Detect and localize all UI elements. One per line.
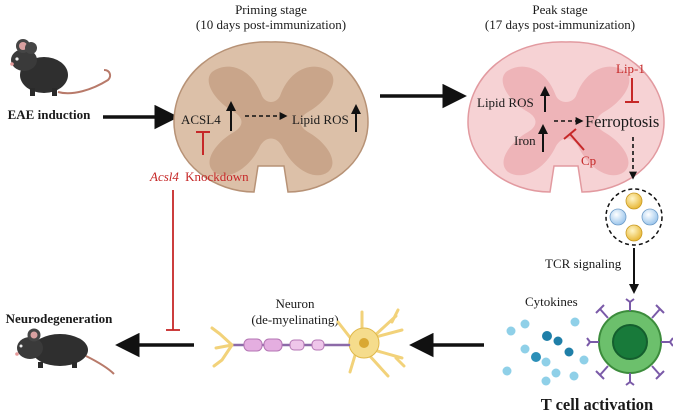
cytokines-icon	[502, 317, 589, 386]
cp-label: Cp	[581, 153, 596, 168]
ferroptosis-label: Ferroptosis	[585, 112, 659, 131]
priming-stage-title: Priming stage	[235, 2, 307, 17]
t-cell-activation-label: T cell activation	[541, 395, 653, 414]
cp-inhibitor	[563, 128, 585, 151]
peak-stage-subtitle: (17 days post-immunization)	[485, 17, 635, 32]
mouse-icon	[15, 328, 115, 375]
knockdown-gene: Acsl4	[149, 169, 179, 184]
cytokines-label: Cytokines	[525, 294, 578, 309]
spinal-cord-priming	[173, 41, 369, 193]
acsl4-label: ACSL4	[181, 112, 221, 127]
knockdown-word: Knockdown	[185, 169, 249, 184]
knockdown-to-neurodegeneration-inhibitor	[166, 190, 180, 331]
priming-stage-subtitle: (10 days post-immunization)	[196, 17, 346, 32]
eae-induction-label: EAE induction	[8, 107, 91, 122]
neuron-label: Neuron	[276, 296, 315, 311]
tcr-signaling-label: TCR signaling	[545, 256, 622, 271]
lip1-inhibitor	[625, 78, 639, 103]
peak-stage-title: Peak stage	[532, 2, 587, 17]
t-cell-icon	[586, 298, 673, 386]
spinal-cord-peak	[467, 41, 665, 193]
lipid-ros-peak-label: Lipid ROS	[477, 95, 534, 110]
mouse-icon	[10, 39, 112, 96]
acsl4-knockdown-label: Acsl4 Knockdown	[149, 169, 249, 184]
iron-label: Iron	[514, 133, 536, 148]
neuron-icon	[210, 308, 406, 378]
neuron-subtitle: (de-myelinating)	[251, 312, 338, 327]
neurodegeneration-label: Neurodegeneration	[6, 311, 113, 326]
knockdown-inhibitor	[196, 131, 210, 155]
lipid-ros-priming-label: Lipid ROS	[292, 112, 349, 127]
antigen-cluster-icon	[605, 188, 663, 246]
lip1-label: Lip-1	[616, 61, 645, 76]
